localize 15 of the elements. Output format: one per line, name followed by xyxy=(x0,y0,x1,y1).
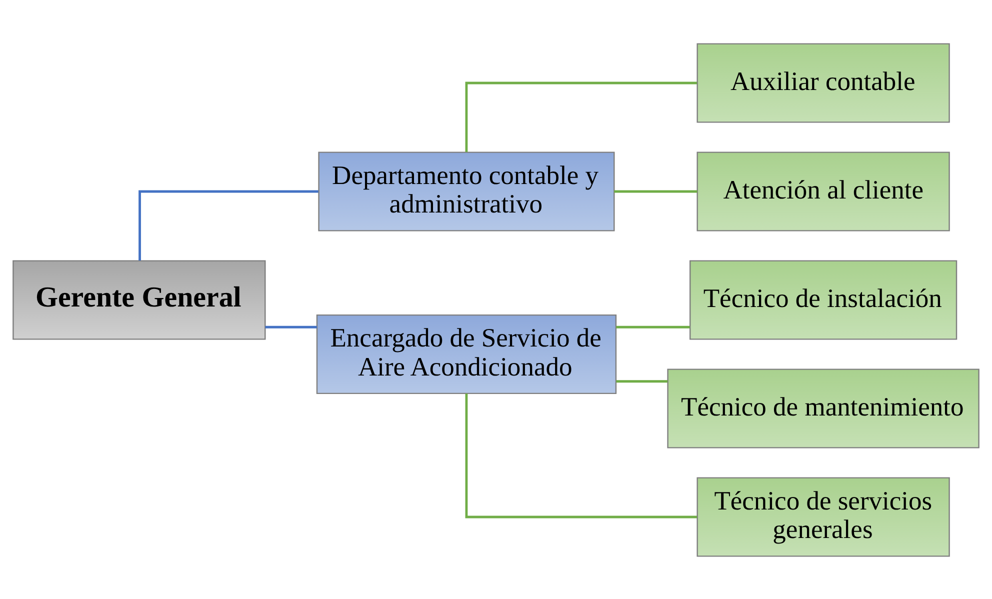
connector xyxy=(616,380,668,382)
node-box: Técnico de mantenimiento xyxy=(667,368,980,448)
connector xyxy=(138,190,318,260)
connector xyxy=(616,325,690,328)
node-box: Encargado de Servicio de Aire Acondicionado xyxy=(316,314,617,394)
connector xyxy=(614,190,698,192)
node-box: Auxiliar contable xyxy=(696,42,950,122)
connector xyxy=(265,325,317,328)
connector xyxy=(465,393,697,518)
node-box: Técnico de instalación xyxy=(689,260,958,340)
node-box: Departamento contable y administrativo xyxy=(318,151,615,231)
node-box: Atención al cliente xyxy=(696,151,950,231)
node-box: Técnico de servicios generales xyxy=(696,476,950,556)
connector xyxy=(465,81,697,152)
node-box: Gerente General xyxy=(12,260,266,340)
